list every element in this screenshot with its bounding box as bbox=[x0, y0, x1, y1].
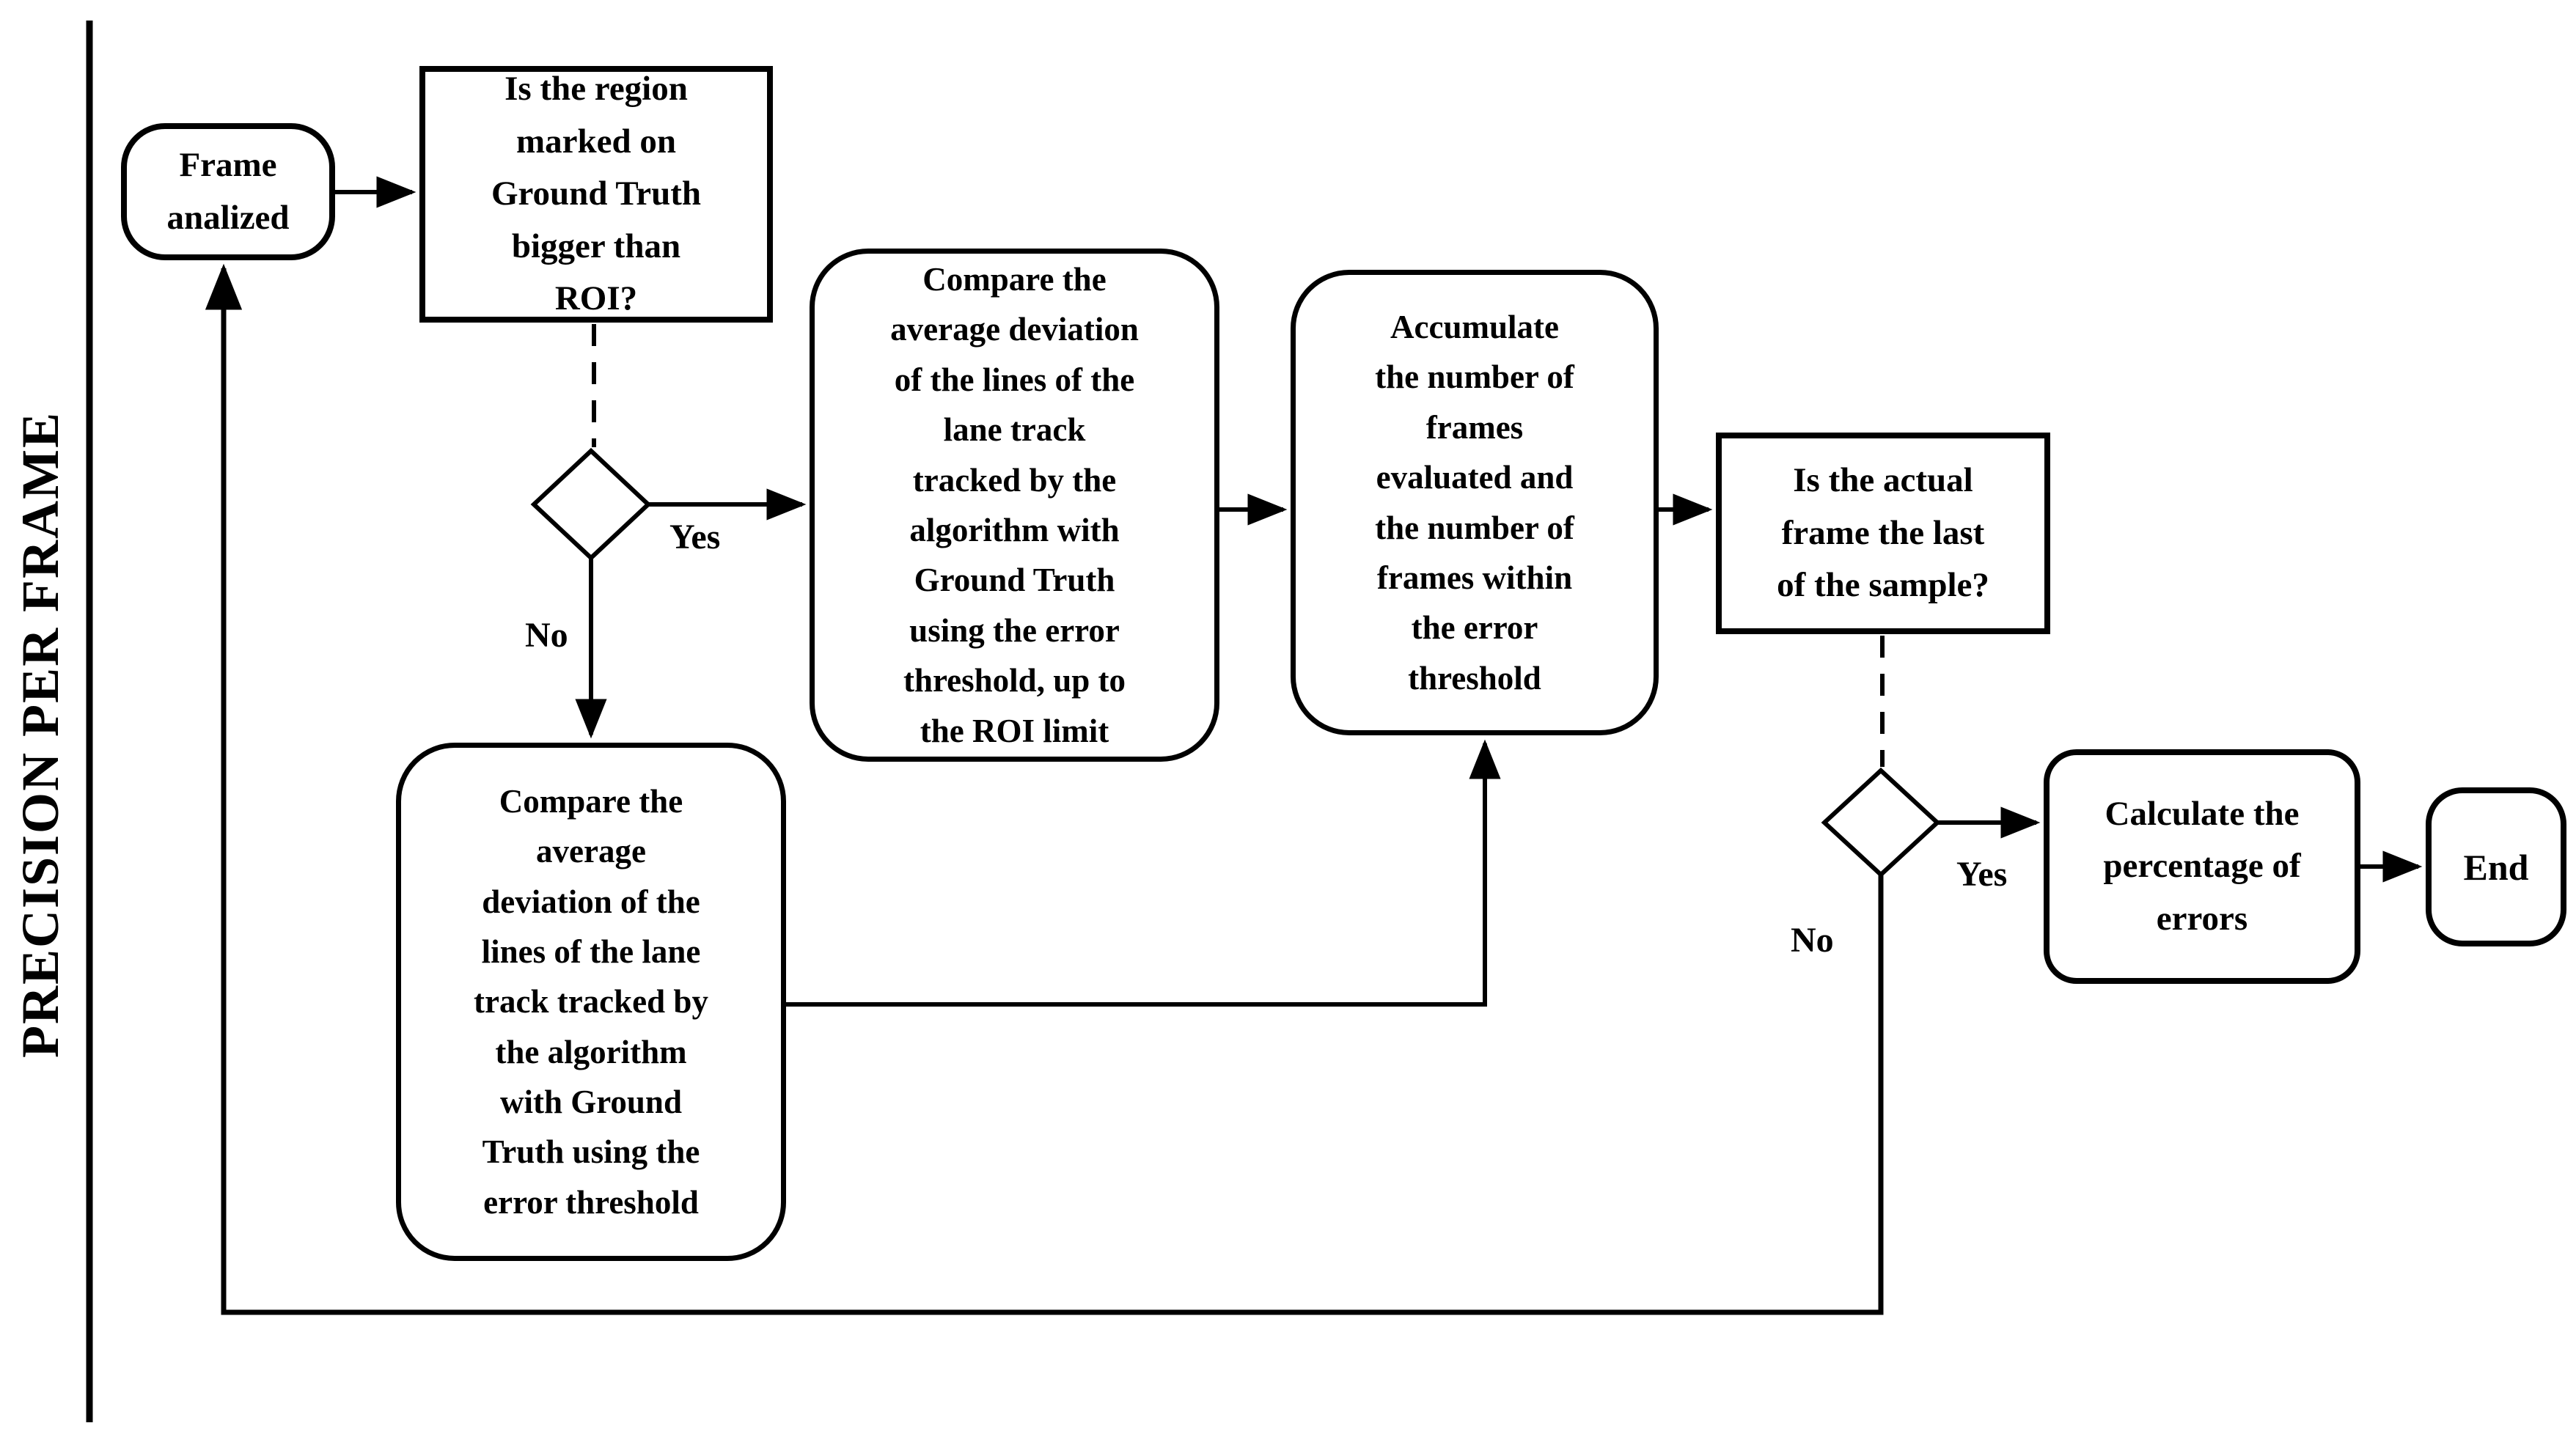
node-compare-roi: Compare the average deviation of the lin… bbox=[810, 249, 1219, 762]
decision2-no-label: No bbox=[1791, 921, 1834, 960]
decision2-yes-label: Yes bbox=[1956, 855, 2007, 894]
node-end: End bbox=[2426, 787, 2566, 946]
edge-decision2-no-loop-to-frame bbox=[205, 263, 1884, 1315]
node-frame-analized: Frame analized bbox=[121, 123, 335, 260]
decision2-diamond bbox=[1821, 767, 1941, 878]
node-compare-threshold: Compare the average deviation of the lin… bbox=[396, 743, 786, 1261]
node-calculate-errors: Calculate the percentage of errors bbox=[2044, 749, 2360, 984]
decision1-no-label: No bbox=[525, 616, 568, 655]
decision1-diamond bbox=[530, 447, 652, 562]
node-region-question: Is the region marked on Ground Truth big… bbox=[419, 66, 773, 323]
edge-compare-threshold-to-accumulate bbox=[786, 739, 1501, 1007]
node-accumulate-frames: Accumulate the number of frames evaluate… bbox=[1291, 270, 1659, 735]
node-last-frame-question: Is the actual frame the last of the samp… bbox=[1716, 433, 2050, 634]
decision1-yes-label: Yes bbox=[669, 518, 720, 556]
diagram-title: PRECISION PER FRAME bbox=[11, 411, 70, 1058]
